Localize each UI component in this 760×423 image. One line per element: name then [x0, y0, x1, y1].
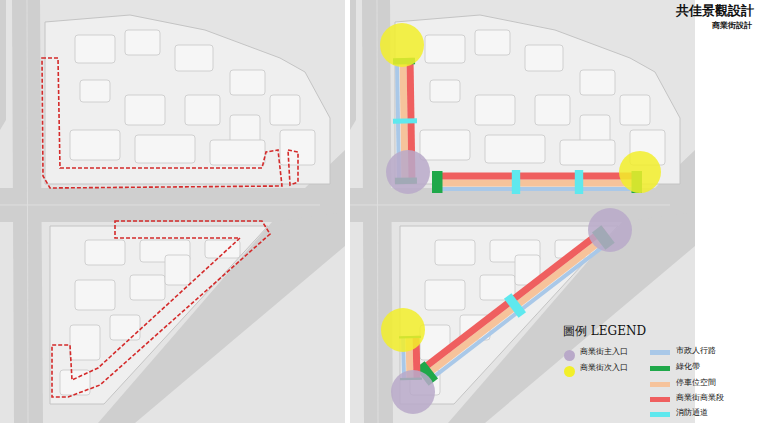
- site-block: [45, 15, 330, 184]
- commercial-boundary: [52, 221, 270, 397]
- building: [485, 135, 545, 163]
- building: [475, 95, 515, 125]
- left-plan: [0, 0, 345, 423]
- building: [175, 45, 213, 71]
- entrance-marker: [381, 308, 425, 352]
- street-band: [512, 170, 520, 194]
- building: [580, 115, 610, 143]
- commercial-boundary: [42, 58, 282, 188]
- building: [230, 115, 260, 143]
- legend-swatch: [650, 397, 670, 402]
- site-block: [50, 226, 268, 404]
- legend-swatch: [650, 366, 670, 371]
- road: [350, 0, 356, 130]
- building: [80, 80, 110, 102]
- building: [270, 95, 300, 125]
- legend-label: 停車位空間: [676, 379, 716, 388]
- ground: [0, 0, 345, 423]
- legend-swatch: [564, 366, 575, 377]
- street-band: [432, 173, 642, 180]
- building: [130, 275, 165, 300]
- street-band: [511, 303, 518, 309]
- entrance-marker: [380, 23, 424, 67]
- legend-label: 商業街主入口: [580, 348, 628, 357]
- building: [420, 130, 470, 160]
- entrance-marker: [619, 151, 661, 193]
- sheet-subtitle: 商業街設計: [712, 21, 752, 30]
- building: [620, 95, 650, 125]
- road-line: [350, 205, 670, 206]
- right-plan: [350, 0, 695, 423]
- legend-label: 商業街次入口: [580, 364, 628, 373]
- building: [525, 45, 563, 71]
- site-block: [400, 226, 618, 404]
- street-band: [432, 180, 642, 187]
- road: [0, 0, 6, 130]
- road-line: [0, 205, 320, 206]
- legend-label: 綠化帶: [676, 363, 700, 372]
- street-band: [432, 171, 443, 193]
- building: [435, 240, 475, 265]
- entrance-marker: [588, 208, 632, 252]
- legend-label: 商業街商業段: [676, 394, 724, 403]
- building: [475, 30, 510, 55]
- street-band: [393, 118, 417, 123]
- building: [75, 280, 115, 310]
- building: [85, 240, 125, 265]
- building: [430, 80, 460, 102]
- legend-label: 消防通道: [676, 409, 708, 418]
- building: [425, 35, 465, 63]
- legend-swatch: [650, 350, 670, 355]
- building: [125, 95, 165, 125]
- building: [210, 140, 265, 165]
- building: [535, 95, 570, 125]
- building: [425, 280, 465, 310]
- street-band: [575, 170, 583, 194]
- building: [165, 255, 190, 285]
- road-line: [377, 0, 378, 423]
- building: [185, 95, 220, 125]
- street-band: [432, 187, 642, 191]
- legend-heading: 圖例 LEGEND: [563, 325, 646, 338]
- street-band: [423, 235, 609, 378]
- commercial-boundary: [288, 150, 298, 185]
- road-line: [27, 0, 28, 423]
- building: [280, 130, 315, 165]
- entrance-marker: [391, 370, 435, 414]
- building: [560, 140, 615, 165]
- building: [125, 30, 160, 55]
- firm-title: 共佳景觀設計: [676, 4, 754, 18]
- legend-swatch: [650, 382, 670, 387]
- legend-label: 市政人行路: [676, 347, 716, 356]
- building: [70, 325, 100, 360]
- entrance-marker: [386, 150, 430, 194]
- building: [135, 135, 195, 163]
- ground: [350, 0, 695, 423]
- building: [75, 35, 115, 63]
- building: [110, 315, 140, 340]
- street-band: [426, 240, 612, 383]
- building: [580, 70, 615, 95]
- building: [230, 70, 265, 95]
- legend-swatch: [650, 412, 670, 417]
- legend-swatch: [564, 350, 575, 361]
- street-band: [418, 229, 604, 372]
- building: [70, 130, 120, 160]
